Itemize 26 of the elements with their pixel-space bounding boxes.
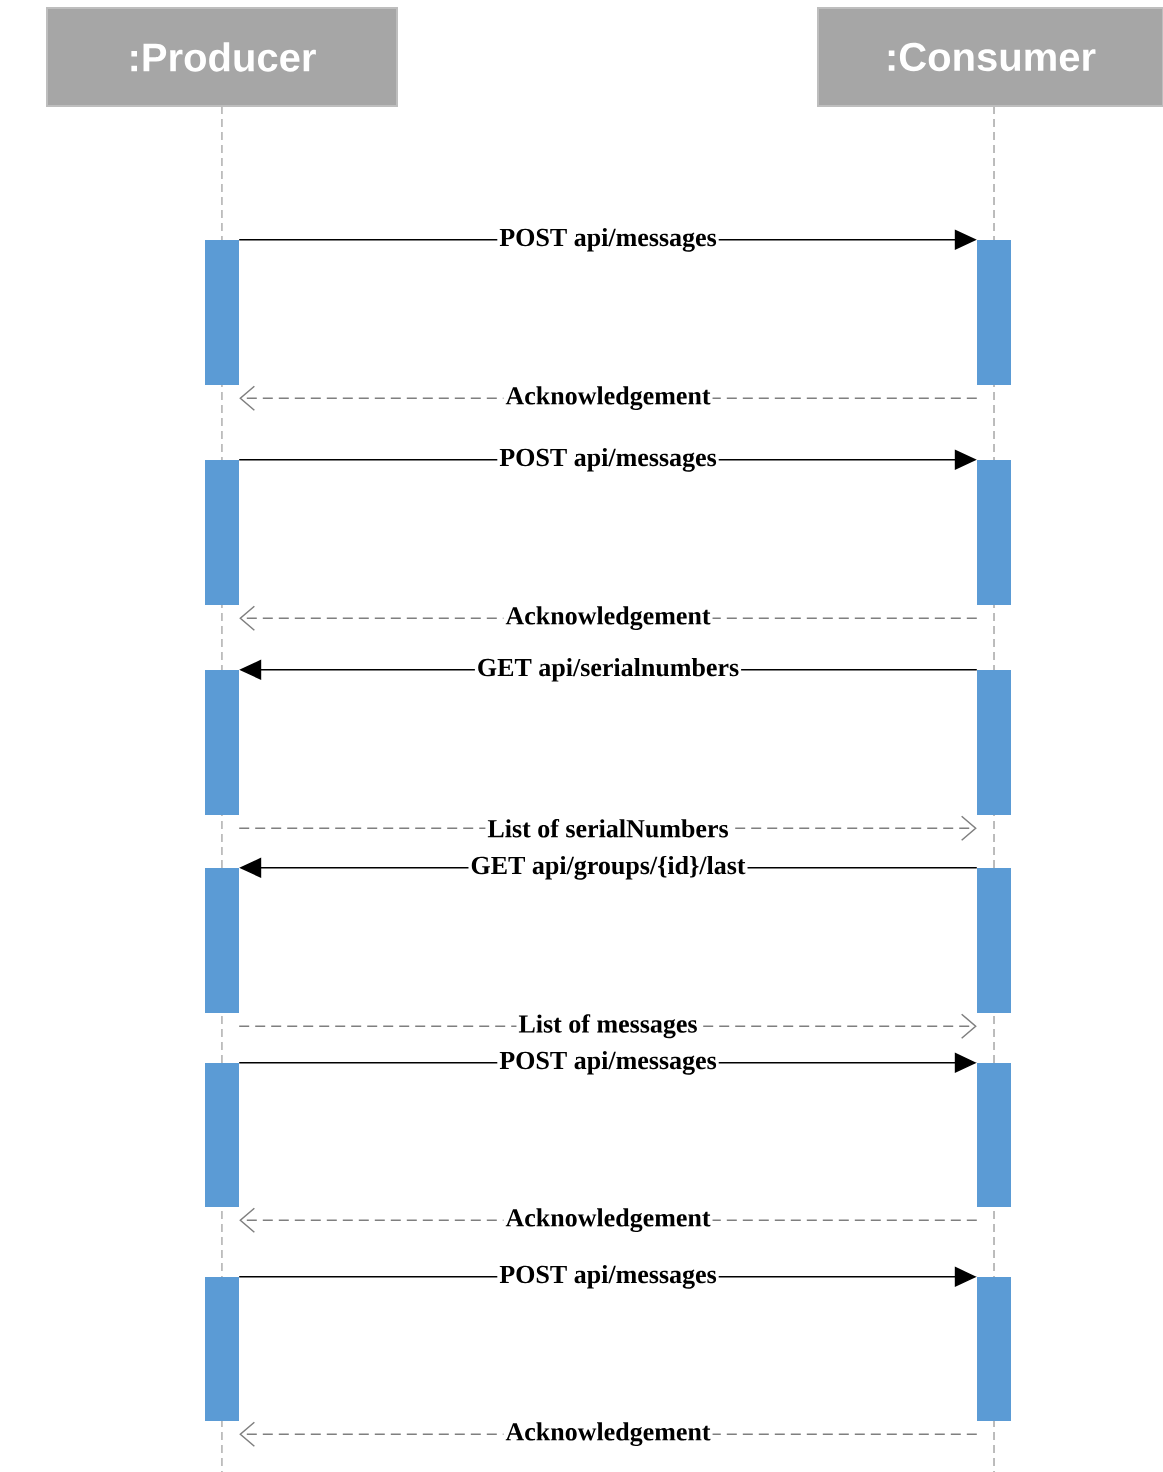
message-label: Acknowledgement	[505, 606, 711, 631]
activation-bar	[977, 240, 1011, 385]
activation-bar	[977, 670, 1011, 815]
activation-bar	[205, 1063, 239, 1207]
message-label: GET api/groups/{id}/last	[471, 855, 746, 880]
message-label: POST api/messages	[499, 1264, 717, 1289]
message-label: Acknowledgement	[505, 1208, 711, 1233]
activation-bar	[977, 1277, 1011, 1421]
activation-bar	[205, 868, 239, 1013]
message-label: Acknowledgement	[505, 1422, 711, 1447]
activation-bar	[977, 1063, 1011, 1207]
participant-box: :Consumer	[817, 7, 1163, 107]
message-label: List of messages	[518, 1014, 697, 1039]
message-label: POST api/messages	[499, 1050, 717, 1075]
activation-bar	[205, 670, 239, 815]
participant-box: :Producer	[46, 7, 398, 107]
message-label: POST api/messages	[499, 227, 717, 252]
activation-bar	[205, 1277, 239, 1421]
message-label: List of serialNumbers	[487, 818, 728, 838]
message-label: POST api/messages	[499, 447, 717, 472]
activation-bar	[205, 240, 239, 385]
activation-bar	[977, 868, 1011, 1013]
activation-bar	[977, 460, 1011, 605]
message-label: Acknowledgement	[505, 386, 711, 411]
message-label: GET api/serialnumbers	[478, 658, 739, 682]
activation-bar	[205, 460, 239, 605]
